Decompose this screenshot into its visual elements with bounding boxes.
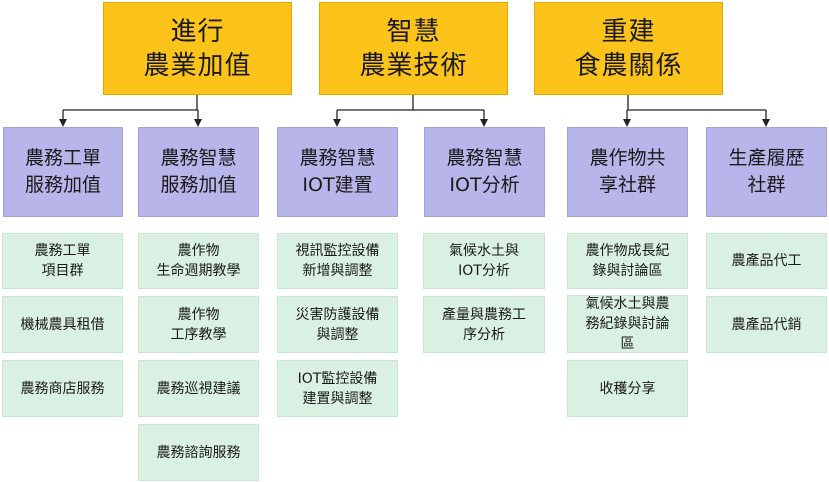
connector-group xyxy=(59,95,770,127)
item-box-produce-sales: 農產品代銷 xyxy=(706,296,827,353)
connector-bracket-1 xyxy=(337,95,484,111)
item-box-work-order-items: 農務工單 項目群 xyxy=(2,233,123,289)
item-box-machinery-rental: 機械農具租借 xyxy=(2,296,123,353)
item-box-iot-monitoring-setup: IOT監控設備 建置與調整 xyxy=(277,360,398,417)
category-box-iot-analysis: 農務智慧 IOT分析 xyxy=(424,127,545,217)
item-box-crop-process-teaching: 農作物 工序教學 xyxy=(138,296,259,353)
connector-bracket-2 xyxy=(627,95,766,111)
item-box-crop-growth-records: 農作物成長紀 錄與討論區 xyxy=(567,233,688,289)
item-box-farm-store-service: 農務商店服務 xyxy=(2,360,123,417)
category-box-iot-setup: 農務智慧 IOT建置 xyxy=(277,127,398,217)
category-box-smart-service: 農務智慧 服務加值 xyxy=(138,127,259,217)
item-box-farm-consulting-service: 農務諮詢服務 xyxy=(138,424,259,481)
item-box-video-monitoring: 視訊監控設備 新增與調整 xyxy=(277,233,398,289)
item-box-yield-process-analysis: 產量與農務工 序分析 xyxy=(423,296,545,353)
item-box-disaster-protection: 災害防護設備 與調整 xyxy=(277,296,398,353)
item-box-farm-patrol-advice: 農務巡視建議 xyxy=(138,360,259,417)
item-box-climate-soil-iot-analysis: 氣候水土與 IOT分析 xyxy=(423,233,545,289)
connector-bracket-0 xyxy=(63,95,198,111)
category-box-production-history-community: 生產履歷 社群 xyxy=(706,127,827,217)
group-box-smart-agri-tech: 智慧 農業技術 xyxy=(319,2,508,95)
item-box-harvest-sharing: 收穫分享 xyxy=(567,360,688,417)
group-box-food-agri-relation: 重建 食農關係 xyxy=(534,2,723,95)
item-box-climate-farm-records: 氣候水土與農 務紀錄與討論 區 xyxy=(567,295,688,353)
category-box-work-order-service: 農務工單 服務加值 xyxy=(3,127,123,217)
item-box-crop-lifecycle-teaching: 農作物 生命週期教學 xyxy=(138,233,259,289)
category-box-crop-sharing-community: 農作物共 享社群 xyxy=(567,127,688,217)
group-box-agri-value: 進行 農業加值 xyxy=(103,2,292,95)
item-box-produce-oem: 農產品代工 xyxy=(706,233,827,289)
